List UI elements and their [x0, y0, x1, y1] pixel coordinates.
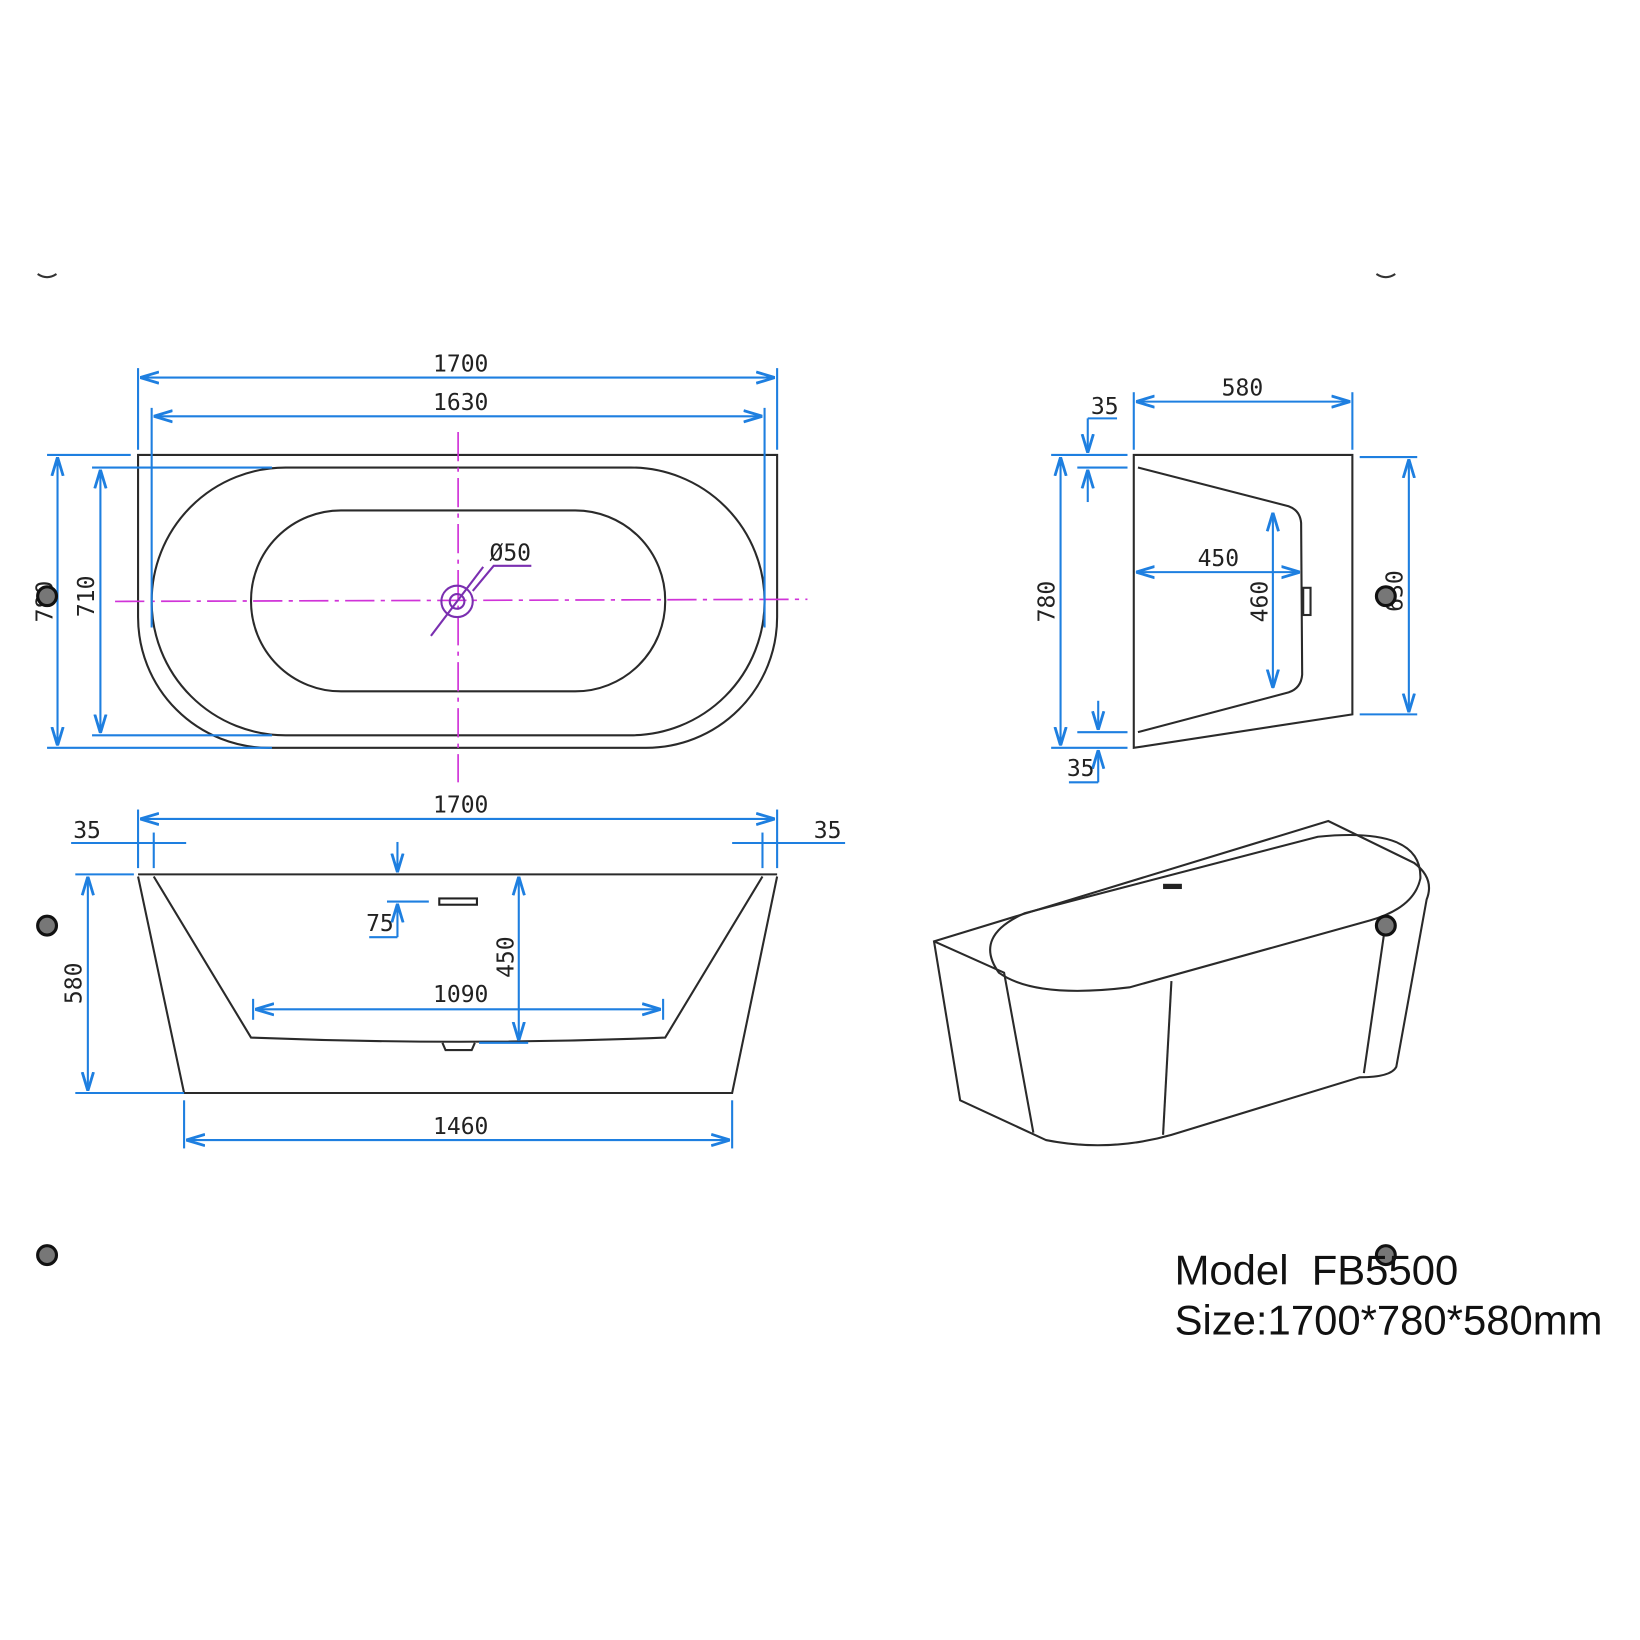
top-view: Ø50 1700 1630 780 710 [32, 351, 808, 783]
pin-icon [36, 914, 59, 937]
pin-icon [1374, 585, 1397, 608]
front-view: 1700 35 35 75 450 1090 580 1460 [62, 793, 846, 1149]
dim-rim-bottom: 35 [1067, 756, 1095, 782]
pin-icon [36, 1244, 59, 1267]
3d-outer-rim [932, 819, 1431, 1147]
front-outer-outline [137, 876, 779, 1095]
dim-end-overall-width: 780 [1034, 581, 1060, 623]
horizontal-centerline [115, 598, 808, 603]
dim-end-width: 580 [1222, 375, 1264, 401]
overflow-slot [438, 897, 478, 906]
3d-overflow-slot [1163, 883, 1182, 890]
drain-icon [430, 564, 532, 637]
dim-bottom-inner-length: 1090 [433, 982, 488, 1008]
dim-rim-left: 35 [73, 818, 101, 844]
end-outer-outline [1132, 453, 1354, 750]
perspective-view [932, 819, 1431, 1147]
drain-diameter-label: Ø50 [489, 541, 531, 567]
dim-end-inner-depth: 460 [1248, 581, 1274, 623]
dim-overflow-offset: 75 [366, 911, 394, 937]
end-view: 580 35 780 35 450 460 630 [1034, 375, 1418, 784]
end-inner-outline [1137, 466, 1304, 734]
3d-inner-rim [989, 833, 1422, 992]
model-label: Model FB5500 [1175, 1246, 1459, 1293]
dim-inner-width: 710 [74, 576, 100, 618]
dim-overall-length: 1700 [433, 351, 488, 377]
bottom-drain [441, 1042, 476, 1052]
front-inner-outline [152, 875, 764, 1043]
dim-rim-top: 35 [1091, 394, 1119, 420]
size-label: Size:1700*780*580mm [1175, 1297, 1603, 1344]
dim-height: 580 [62, 963, 88, 1005]
annotation-pins [36, 273, 1397, 1267]
pin-icon [36, 585, 59, 608]
dim-end-inner-width: 450 [1198, 546, 1240, 572]
dim-inner-length: 1630 [433, 390, 488, 416]
top-outer-outline [137, 453, 779, 749]
dim-inner-depth: 450 [494, 936, 520, 978]
dim-front-length: 1700 [433, 793, 488, 819]
pin-icon [1374, 914, 1397, 937]
dim-rim-right: 35 [814, 818, 842, 844]
pin-icon [1374, 1244, 1397, 1267]
dim-base-length: 1460 [433, 1114, 488, 1140]
